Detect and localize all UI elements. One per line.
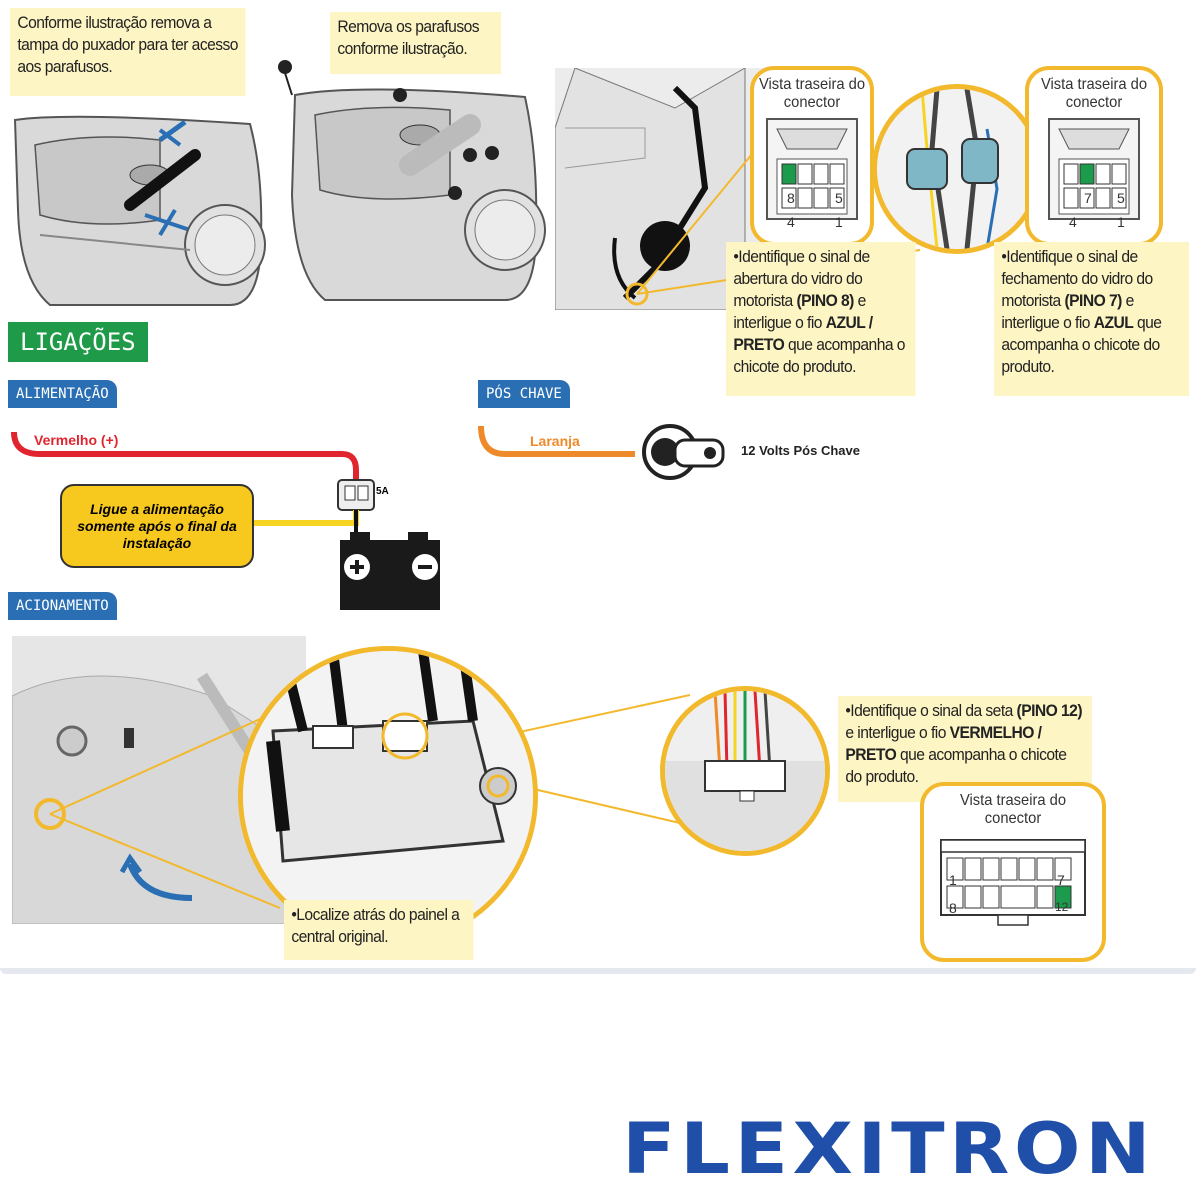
pin-label-8: 8 xyxy=(949,900,957,916)
connector-pinout-12 xyxy=(940,839,1086,926)
ignition-label: 12 Volts Pós Chave xyxy=(741,443,860,458)
connector-pinout-right xyxy=(1048,118,1140,220)
connector-view-driver-open: Vista traseira do conector 8 5 4 1 xyxy=(750,66,874,246)
central-module-circle xyxy=(238,646,538,946)
pin-label-1: 1 xyxy=(949,872,957,888)
tag-pos-chave: PÓS CHAVE xyxy=(478,380,570,408)
connector-view-label: Vista traseira do conector xyxy=(758,76,866,111)
warning-box: Ligue a alimentação somente após o final… xyxy=(60,484,254,568)
section-bottom-border xyxy=(0,968,1196,974)
pin-label-7: 7 xyxy=(1057,872,1065,888)
connector-view-label: Vista traseira do conector xyxy=(959,792,1067,827)
brand-logo: FLEXITRON xyxy=(622,1108,1156,1190)
power-wiring xyxy=(11,431,440,610)
pin-label-1: 1 xyxy=(835,214,843,230)
locate-note: •Localize atrás do painel a central orig… xyxy=(284,900,474,960)
tag-alimentacao: ALIMENTAÇÃO xyxy=(8,380,117,408)
pin-label-4: 4 xyxy=(1069,214,1077,230)
ligacoes-title: LIGAÇÕES xyxy=(8,322,148,362)
step1-note: Conforme ilustração remova a tampa do pu… xyxy=(10,8,246,96)
wiring-closeup-circle xyxy=(872,84,1042,254)
step2-note: Remova os parafusos conforme ilustração. xyxy=(330,12,502,74)
tag-acionamento: ACIONAMENTO xyxy=(8,592,117,620)
wire-label-red: Vermelho (+) xyxy=(34,432,119,448)
pin-label-1: 1 xyxy=(1117,214,1125,230)
ignition-wiring xyxy=(478,424,725,480)
wire-label-orange: Laranja xyxy=(530,433,580,449)
connector-view-driver-close: Vista traseira do conector 7 5 4 1 xyxy=(1025,66,1163,246)
connector-view-label: Vista traseira do conector xyxy=(1040,76,1148,111)
pin-label-12: 12 xyxy=(1055,900,1069,914)
fuse-label: 5A xyxy=(376,486,389,497)
connector-pinout-left xyxy=(766,118,858,220)
pin-label-5: 5 xyxy=(1117,190,1125,206)
driver-open-note: •Identifique o sinal de abertura do vidr… xyxy=(726,242,916,396)
pin-label-4: 4 xyxy=(787,214,795,230)
door-panel-illustration-1 xyxy=(13,115,266,306)
door-panel-illustration-2 xyxy=(278,60,546,301)
pin-label-8: 8 xyxy=(787,190,795,206)
connector-view-seta: Vista traseira do conector 1 7 8 12 xyxy=(920,782,1106,962)
driver-close-note: •Identifique o sinal de fechamento do vi… xyxy=(994,242,1190,396)
warning-text: Ligue a alimentação somente após o final… xyxy=(77,500,237,551)
dashboard-illustration xyxy=(12,636,306,924)
pin-label-5: 5 xyxy=(835,190,843,206)
connector-closeup-circle xyxy=(660,686,830,856)
pin-label-7: 7 xyxy=(1084,190,1092,206)
